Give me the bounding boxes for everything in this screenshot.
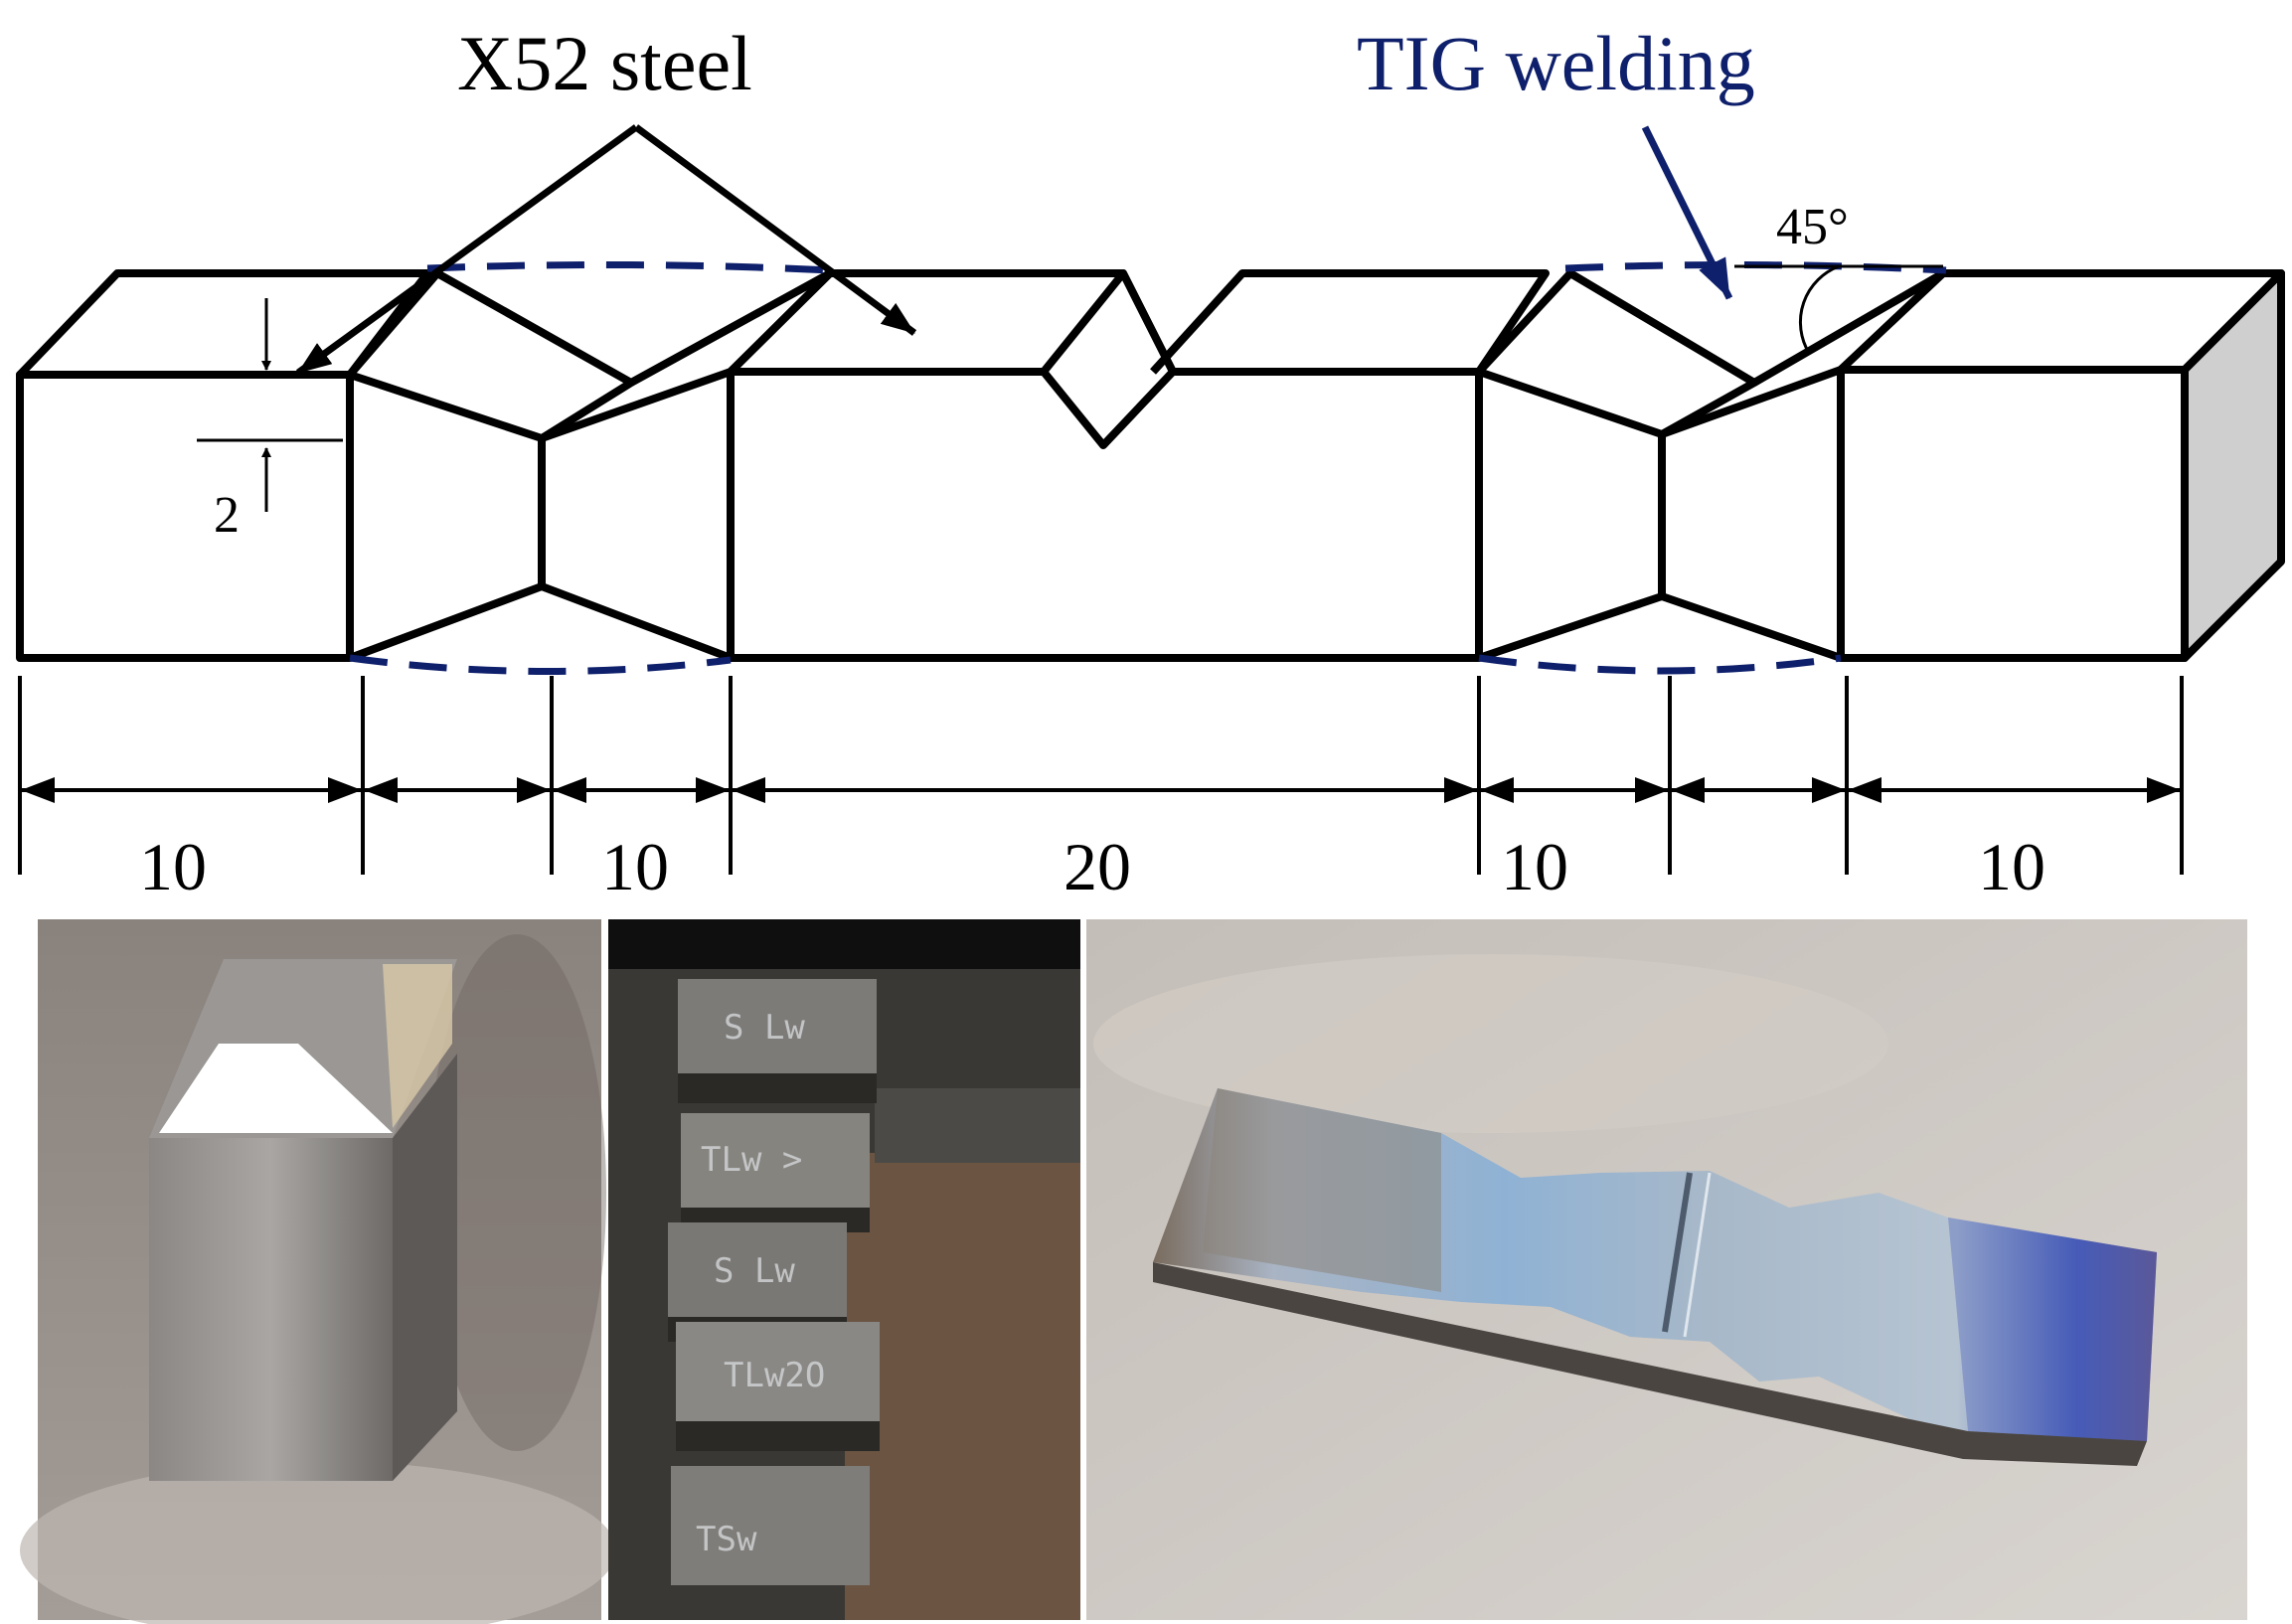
photo-welded-specimen xyxy=(1086,919,2247,1620)
stamped-piece xyxy=(678,979,877,1103)
process-label: TIG welding xyxy=(1357,20,1755,106)
stamp-text: S Lw xyxy=(714,1251,795,1291)
process-annotation: TIG welding xyxy=(1357,20,1755,300)
material-leader-left xyxy=(295,124,639,376)
weld-contour-bottom-left xyxy=(349,654,732,675)
stamp-text: TLw > xyxy=(701,1140,802,1180)
dim-label: 10 xyxy=(601,829,669,904)
weld-contour-bottom-right xyxy=(1478,654,1842,675)
stamp-text: TLw2O xyxy=(724,1356,825,1395)
material-leader-right xyxy=(633,124,917,336)
dim-label: 10 xyxy=(1501,829,1568,904)
process-leader xyxy=(1641,125,1733,300)
stamp-text: S Lw xyxy=(724,1008,805,1048)
specimen-drawing xyxy=(16,269,2285,662)
angle-annotation: 45° xyxy=(1734,199,1943,354)
material-label: X52 steel xyxy=(457,20,752,106)
dim-label: 10 xyxy=(139,829,207,904)
stamped-piece xyxy=(676,1322,880,1451)
dim-label: 10 xyxy=(1978,829,2046,904)
dimension-line xyxy=(18,676,2184,875)
stamped-piece xyxy=(671,1466,870,1585)
photo-stamped-specimens: S Lw TLw > S Lw TLw2O TSw xyxy=(608,919,1080,1620)
depth-annotation: 2 xyxy=(197,298,343,544)
depth-label: 2 xyxy=(214,487,240,544)
right-end-block xyxy=(1837,269,2285,662)
material-annotation: X52 steel xyxy=(295,20,917,376)
weld-contour-top-left xyxy=(426,260,831,274)
dimension-labels: 10 10 20 10 10 xyxy=(139,829,2046,904)
center-bar xyxy=(727,269,1550,662)
photo-machined-block xyxy=(20,919,616,1624)
left-end-block xyxy=(16,269,431,662)
angle-label: 45° xyxy=(1776,199,1849,255)
stamp-text: TSw xyxy=(696,1520,757,1559)
dim-label: 20 xyxy=(1064,829,1131,904)
